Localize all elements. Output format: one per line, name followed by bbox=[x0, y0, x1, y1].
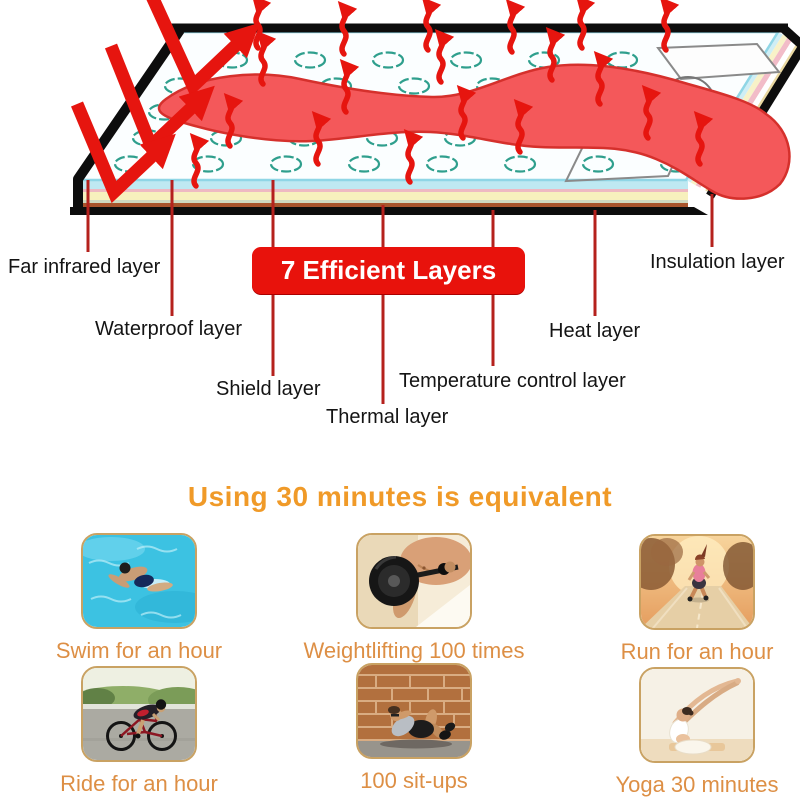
ride-photo bbox=[81, 666, 197, 762]
run-photo bbox=[639, 534, 755, 630]
equivalent-item-swim: Swim for an hour bbox=[19, 533, 259, 664]
equivalent-item-ride: Ride for an hour bbox=[19, 666, 259, 797]
layer-label-insulation: Insulation layer bbox=[650, 251, 785, 273]
weightlifting-photo bbox=[356, 533, 472, 629]
efficient-layers-badge: 7 Efficient Layers bbox=[252, 247, 525, 294]
cutaway-outlines bbox=[564, 42, 781, 183]
layer-label-shield: Shield layer bbox=[216, 378, 321, 400]
layer-label-waterproof: Waterproof layer bbox=[95, 318, 243, 340]
equivalent-item-yoga: Yoga 30 minutes bbox=[577, 667, 800, 798]
swim-photo bbox=[81, 533, 197, 629]
equivalent-caption: Ride for an hour bbox=[60, 771, 218, 796]
equivalent-item-weightlifting: Weightlifting 100 times bbox=[294, 533, 534, 664]
layer-label-temperature-control: Temperature control layer bbox=[399, 370, 626, 392]
equivalent-caption: Run for an hour bbox=[620, 639, 774, 664]
equivalent-caption: Yoga 30 minutes bbox=[615, 772, 779, 797]
heated-mat-illustration bbox=[70, 0, 800, 404]
equivalent-caption: Weightlifting 100 times bbox=[303, 638, 525, 663]
reflection-arrows bbox=[71, 0, 260, 204]
equivalent-item-run: Run for an hour bbox=[577, 534, 800, 665]
body-heat-silhouette bbox=[157, 63, 791, 200]
layer-label-heat: Heat layer bbox=[549, 320, 641, 342]
layer-strips-front bbox=[70, 180, 708, 215]
yoga-photo bbox=[639, 667, 755, 763]
equivalence-heading: Using 30 minutes is equivalent bbox=[187, 481, 613, 512]
situps-photo bbox=[356, 663, 472, 759]
equivalent-caption: 100 sit-ups bbox=[360, 768, 468, 793]
equivalent-caption: Swim for an hour bbox=[55, 638, 223, 663]
layer-label-far-infrared: Far infrared layer bbox=[8, 256, 161, 278]
layer-label-thermal: Thermal layer bbox=[326, 406, 449, 428]
equivalent-item-situps: 100 sit-ups bbox=[294, 663, 534, 794]
mat-left-edge bbox=[73, 27, 185, 213]
